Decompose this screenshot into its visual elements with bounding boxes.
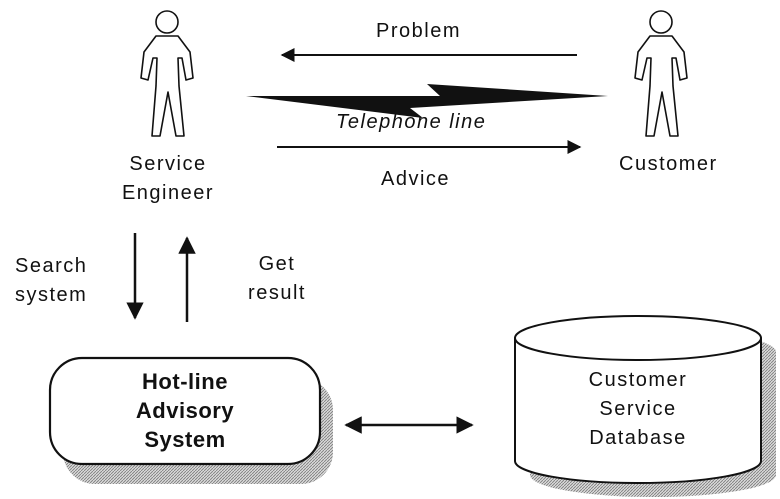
get-result-label: Get result	[238, 250, 316, 308]
customer-label: Customer	[619, 153, 718, 175]
service-engineer-label: Service Engineer	[107, 150, 229, 208]
search-system-line2: system	[15, 284, 88, 306]
advisory-system-line2: Advisory	[135, 398, 235, 423]
advisory-system-box	[48, 356, 322, 466]
database-label: Customer Service Database	[515, 366, 761, 453]
get-result-line2: result	[248, 282, 306, 304]
database-cylinder-top	[514, 315, 762, 361]
telephone-line-bolt	[246, 84, 608, 118]
service-engineer-line1: Service	[129, 153, 207, 175]
search-system-label: Search system	[15, 252, 87, 310]
problem-label: Problem	[376, 20, 461, 42]
advice-label: Advice	[381, 168, 451, 190]
telephone-line-label: Telephone line	[336, 111, 487, 133]
database-cylinder	[514, 338, 762, 484]
advisory-system-line3: System	[144, 427, 226, 452]
service-engineer-line2: Engineer	[121, 182, 215, 204]
customer-icon	[634, 10, 688, 137]
database-line2: Service	[599, 398, 677, 420]
database-line3: Database	[589, 427, 687, 449]
advisory-system-label: Hot-line Advisory System	[50, 367, 320, 454]
database-line1: Customer	[588, 369, 688, 391]
search-system-line1: Search	[15, 255, 88, 277]
get-result-line1: Get	[258, 253, 296, 275]
service-engineer-icon	[140, 10, 194, 137]
advisory-system-line1: Hot-line	[142, 369, 228, 394]
